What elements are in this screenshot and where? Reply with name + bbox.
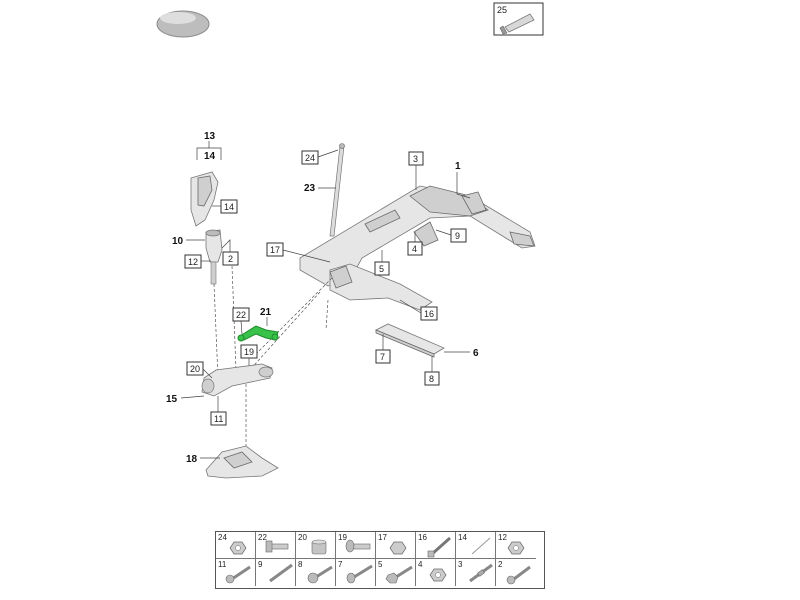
label-5-box[interactable]: 5 <box>374 261 390 276</box>
label-15[interactable]: 15 <box>166 394 178 405</box>
label-14-bold[interactable]: 14 <box>204 151 216 162</box>
fastener-table: 24 22 20 19 17 16 14 12 11 9 8 7 <box>215 531 545 589</box>
table-cell-2[interactable]: 2 <box>496 559 536 586</box>
bolt-icon <box>427 536 451 558</box>
table-cell-9[interactable]: 9 <box>256 559 296 586</box>
svg-text:8: 8 <box>429 374 434 384</box>
nut-icon <box>507 541 525 555</box>
label-23[interactable]: 23 <box>304 183 316 194</box>
svg-text:9: 9 <box>455 231 460 241</box>
stud-icon <box>469 563 493 583</box>
label-17-box[interactable]: 17 <box>266 242 284 257</box>
label-7-box[interactable]: 7 <box>375 349 391 364</box>
table-cell-7[interactable]: 7 <box>336 559 376 586</box>
bolt-icon <box>346 564 373 584</box>
bolt-icon <box>269 563 293 583</box>
svg-text:24: 24 <box>305 153 315 163</box>
bolt-icon <box>506 565 531 585</box>
control-arm-15[interactable] <box>201 363 274 397</box>
label-8-box[interactable]: 8 <box>424 371 440 386</box>
bracket-13[interactable] <box>190 171 219 227</box>
svg-text:20: 20 <box>190 364 200 374</box>
label-12-box[interactable]: 12 <box>184 254 202 269</box>
table-cell-24[interactable]: 24 <box>216 532 256 559</box>
mount-10[interactable] <box>205 229 223 285</box>
label-4-box[interactable]: 4 <box>407 241 423 256</box>
svg-text:7: 7 <box>380 352 385 362</box>
label-13[interactable]: 13 <box>204 131 216 142</box>
bolt-icon <box>265 540 289 553</box>
table-cell-20[interactable]: 20 <box>296 532 336 559</box>
label-10[interactable]: 10 <box>172 236 184 247</box>
table-cell-16[interactable]: 16 <box>416 532 456 559</box>
label-3-box[interactable]: 3 <box>408 151 424 166</box>
label-16-box[interactable]: 16 <box>420 306 438 321</box>
bolt-icon <box>345 539 371 553</box>
table-cell-5[interactable]: 5 <box>376 559 416 586</box>
nut-icon <box>311 539 327 555</box>
svg-text:12: 12 <box>188 257 198 267</box>
bolt-icon <box>385 565 413 584</box>
nut-icon <box>389 541 407 555</box>
table-cell-4[interactable]: 4 <box>416 559 456 586</box>
label-6[interactable]: 6 <box>473 348 479 359</box>
svg-text:17: 17 <box>270 245 280 255</box>
svg-text:3: 3 <box>413 154 418 164</box>
sealant-blob-icon <box>156 10 210 38</box>
label-24-box[interactable]: 24 <box>301 150 319 165</box>
label-1[interactable]: 1 <box>455 161 461 172</box>
svg-text:4: 4 <box>412 244 417 254</box>
svg-text:11: 11 <box>214 414 223 424</box>
svg-text:2: 2 <box>228 254 233 264</box>
label-20-box[interactable]: 20 <box>186 361 204 376</box>
table-cell-11[interactable]: 11 <box>216 559 256 586</box>
svg-text:5: 5 <box>379 264 384 274</box>
table-cell-14[interactable]: 14 <box>456 532 496 559</box>
label-14-box[interactable]: 14 <box>220 199 238 214</box>
table-cell-19[interactable]: 19 <box>336 532 376 559</box>
table-cell-17[interactable]: 17 <box>376 532 416 559</box>
svg-text:22: 22 <box>236 310 246 320</box>
table-cell-3[interactable]: 3 <box>456 559 496 586</box>
label-18[interactable]: 18 <box>186 454 198 465</box>
svg-text:19: 19 <box>244 347 254 357</box>
nut-icon <box>229 541 247 555</box>
part-25-box[interactable]: 25 <box>493 2 544 36</box>
label-2-box[interactable]: 2 <box>222 251 239 266</box>
table-cell-8[interactable]: 8 <box>296 559 336 586</box>
bolt-icon <box>225 565 251 584</box>
table-cell-12[interactable]: 12 <box>496 532 536 559</box>
table-cell-22[interactable]: 22 <box>256 532 296 559</box>
pin-icon <box>471 537 491 555</box>
label-22-box[interactable]: 22 <box>232 307 250 322</box>
label-21[interactable]: 21 <box>260 307 272 318</box>
label-25: 25 <box>497 5 507 15</box>
label-9-box[interactable]: 9 <box>450 228 467 243</box>
label-11-box[interactable]: 11 <box>210 411 227 426</box>
strut-6[interactable] <box>375 323 445 358</box>
nut-icon <box>429 568 447 582</box>
cover-plate-18[interactable] <box>205 445 279 479</box>
stabilizer-link-21-highlight[interactable] <box>237 325 279 342</box>
svg-text:14: 14 <box>224 202 234 212</box>
label-19-box[interactable]: 19 <box>240 344 258 359</box>
subframe-1[interactable] <box>299 185 536 311</box>
bolt-icon <box>307 565 333 584</box>
svg-text:16: 16 <box>424 309 434 319</box>
rod-23[interactable] <box>329 143 345 237</box>
tube-icon <box>499 13 535 35</box>
